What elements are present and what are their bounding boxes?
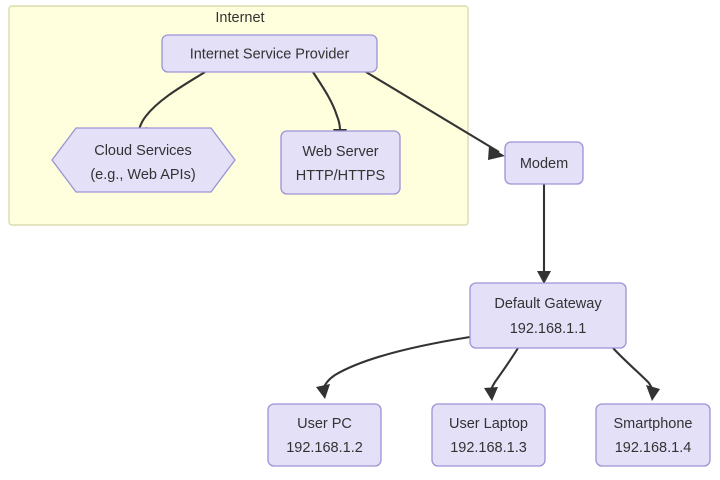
node-default-gateway-label-line1: Default Gateway <box>494 296 602 312</box>
edge-gateway-to-smartphone-arrowhead <box>646 385 660 401</box>
node-web-server-label-line1: Web Server <box>302 144 378 160</box>
edge-isp-to-webserver-path <box>312 71 342 131</box>
edge-gateway-to-userlaptop <box>484 347 519 401</box>
node-user-pc-label-line1: User PC <box>297 416 352 432</box>
edge-gateway-to-smartphone-path <box>612 347 654 391</box>
node-user-pc[interactable]: User PC 192.168.1.2 <box>267 403 382 467</box>
node-cloud-services-label-line2: (e.g., Web APIs) <box>90 167 195 183</box>
edge-modem-to-gateway <box>537 184 551 284</box>
node-default-gateway[interactable]: Default Gateway 192.168.1.1 <box>469 282 627 349</box>
node-user-pc-box[interactable] <box>267 403 382 467</box>
node-modem[interactable]: Modem <box>504 141 584 185</box>
edge-gateway-to-userlaptop-arrowhead <box>484 387 498 401</box>
edge-isp-to-modem <box>365 71 505 160</box>
node-isp-box[interactable] <box>161 34 378 73</box>
node-smartphone-label-line2: 192.168.1.4 <box>615 440 692 456</box>
edge-gateway-to-userpc <box>316 335 471 399</box>
node-user-laptop[interactable]: User Laptop 192.168.1.3 <box>431 403 546 467</box>
node-cloud-services-label-line1: Cloud Services <box>94 143 192 159</box>
node-modem-box[interactable] <box>504 141 584 185</box>
node-cloud-services[interactable]: Cloud Services (e.g., Web APIs) <box>51 127 236 193</box>
node-user-pc-label-line2: 192.168.1.2 <box>286 440 363 456</box>
node-web-server[interactable]: Web Server HTTP/HTTPS <box>280 130 401 195</box>
cluster-internet-title: Internet <box>215 10 264 26</box>
node-user-laptop-label-line2: 192.168.1.3 <box>450 440 527 456</box>
node-isp-label: Internet Service Provider <box>190 46 350 62</box>
edge-gateway-to-userlaptop-path <box>490 347 519 391</box>
edge-gateway-to-smartphone <box>612 347 660 401</box>
node-modem-label: Modem <box>520 156 568 172</box>
node-user-laptop-label-line1: User Laptop <box>449 416 528 432</box>
node-default-gateway-label-line2: 192.168.1.1 <box>510 321 587 337</box>
node-smartphone[interactable]: Smartphone 192.168.1.4 <box>595 403 711 467</box>
edge-modem-to-gateway-arrowhead <box>537 271 551 284</box>
node-web-server-box[interactable] <box>280 130 401 195</box>
edge-gateway-to-userpc-arrowhead <box>316 384 330 399</box>
node-smartphone-label-line1: Smartphone <box>614 416 693 432</box>
node-user-laptop-box[interactable] <box>431 403 546 467</box>
node-smartphone-box[interactable] <box>595 403 711 467</box>
node-web-server-label-line2: HTTP/HTTPS <box>296 168 385 184</box>
edge-isp-to-cloud-path <box>137 71 206 131</box>
node-isp[interactable]: Internet Service Provider <box>161 34 378 73</box>
edge-gateway-to-userpc-path <box>322 335 471 390</box>
node-cloud-services-hexagon[interactable] <box>51 127 236 193</box>
edge-isp-to-modem-arrowhead <box>488 146 505 160</box>
node-default-gateway-box[interactable] <box>469 282 627 349</box>
edge-isp-to-modem-path <box>365 71 500 153</box>
